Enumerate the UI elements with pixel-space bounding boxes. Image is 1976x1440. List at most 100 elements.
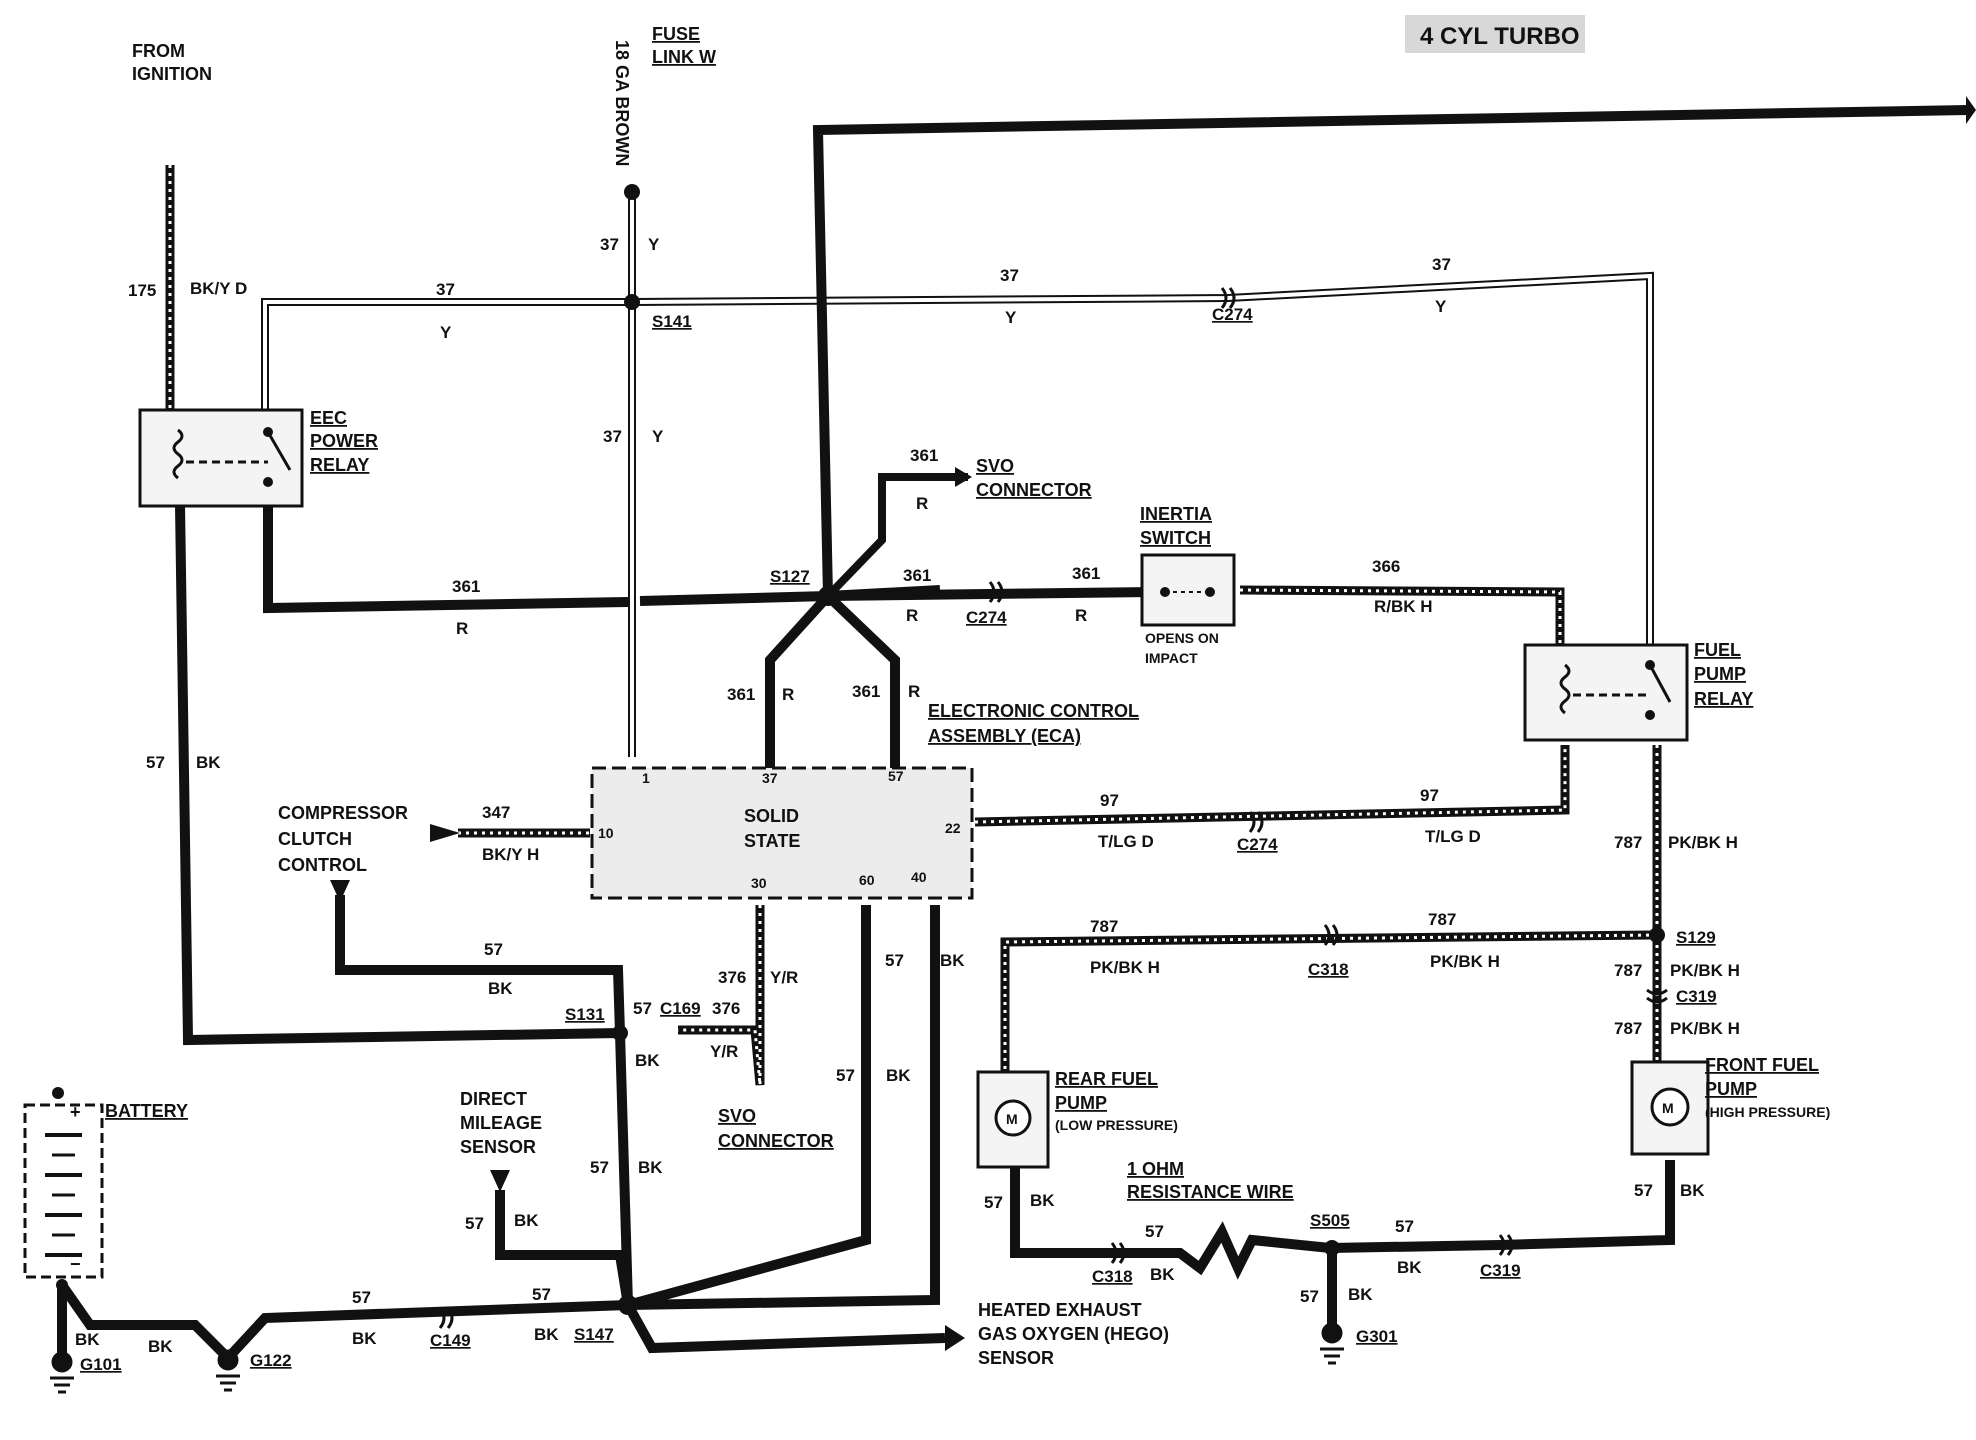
front-fuel-pump-label: PUMP <box>1705 1079 1757 1099</box>
direct-mileage-sensor-label: SENSOR <box>460 1137 536 1157</box>
eca-pin-label: 40 <box>911 869 927 885</box>
resistance-wire-label: 1 OHM <box>1127 1159 1184 1179</box>
connector-c319-label: C319 <box>1480 1261 1521 1280</box>
eca-pin-label: 60 <box>859 872 875 888</box>
connector-c169-label: C169 <box>660 999 701 1018</box>
circuit-number: 57 <box>1395 1217 1414 1236</box>
ground-symbols <box>50 1322 1344 1394</box>
from-ignition-label: FROM <box>132 41 185 61</box>
wire-color-label: BK <box>514 1211 539 1230</box>
circuit-number: 37 <box>436 280 455 299</box>
rear-fuel-pump <box>976 1070 1050 1169</box>
wire-97 <box>974 745 1570 827</box>
circuit-number: 37 <box>600 235 619 254</box>
inertia-note: IMPACT <box>1145 650 1198 666</box>
ground-g101-label: G101 <box>80 1355 122 1374</box>
page-title: 4 CYL TURBO <box>1420 23 1580 50</box>
circuit-number: 361 <box>727 685 755 704</box>
resistance-wire-label: RESISTANCE WIRE <box>1127 1182 1294 1202</box>
wire-57-battery <box>57 1282 629 1366</box>
wire-color-label: BK <box>635 1051 660 1070</box>
wire-361-svo <box>825 473 968 599</box>
fuel-pump-relay <box>1523 643 1689 742</box>
motor-icon <box>1650 1087 1690 1127</box>
splice-s147-label: S147 <box>574 1325 614 1344</box>
wire-color-label: PK/BK H <box>1668 833 1738 852</box>
svo-connector-label: SVO <box>718 1106 756 1126</box>
svo-top-terminal-icon <box>955 467 972 487</box>
wire-color-label: R <box>782 685 794 704</box>
compressor-clutch-label: CLUTCH <box>278 829 352 849</box>
wire-361-pin37 <box>765 592 832 770</box>
inertia-note: OPENS ON <box>1145 630 1219 646</box>
wire-361-left <box>263 505 629 614</box>
splice-dots <box>56 184 1665 1315</box>
circuit-number: 57 <box>352 1288 371 1307</box>
wire-57-pin60 <box>626 905 871 1310</box>
wire-color-label: BK <box>940 951 965 970</box>
circuit-number: 366 <box>1372 557 1400 576</box>
eec-relay-label: RELAY <box>310 455 369 475</box>
wire-hego <box>623 1302 946 1354</box>
wire-color-label: R <box>908 682 920 701</box>
wire-color-label: BK <box>75 1330 100 1349</box>
wire-57-compressor <box>335 895 625 1034</box>
circuit-number: 57 <box>465 1214 484 1233</box>
wire-color-label: BK/Y H <box>482 845 539 864</box>
circuit-number: 97 <box>1100 791 1119 810</box>
fuse-gauge-label: 18 GA BROWN <box>612 40 632 166</box>
fuse-link-end <box>624 184 640 200</box>
connector-c274-label: C274 <box>1237 835 1278 854</box>
inertia-switch-label: INERTIA <box>1140 504 1212 524</box>
circuit-number: 361 <box>452 577 480 596</box>
circuit-number: 57 <box>1300 1287 1319 1306</box>
wire-color-label: BK <box>1397 1258 1422 1277</box>
eca-pin-label: 57 <box>888 768 904 784</box>
wire-color-label: Y/R <box>710 1042 738 1061</box>
circuit-number: 787 <box>1614 961 1642 980</box>
splice-s127-dot <box>818 586 838 606</box>
wire-color-label: T/LG D <box>1098 832 1154 851</box>
front-fuel-pump <box>1630 1060 1710 1156</box>
connector-marks <box>438 287 1668 1329</box>
circuit-number: 787 <box>1090 917 1118 936</box>
circuit-number: 787 <box>1614 1019 1642 1038</box>
circuit-number: 361 <box>910 446 938 465</box>
connector-c319-label: C319 <box>1676 987 1717 1006</box>
front-fuel-pump-label: FRONT FUEL <box>1705 1055 1819 1075</box>
circuit-number: 57 <box>633 999 652 1018</box>
compressor-clutch-label: COMPRESSOR <box>278 803 408 823</box>
eca-pin-label: 10 <box>598 825 614 841</box>
wire-color-label: BK <box>196 753 221 772</box>
wire-361-pin57 <box>824 592 900 770</box>
fuel-pump-relay-label: RELAY <box>1694 689 1753 709</box>
battery <box>23 1087 104 1279</box>
ground-g122-label: G122 <box>250 1351 292 1370</box>
direct-mileage-sensor-label: DIRECT <box>460 1089 527 1109</box>
circuit-number: 57 <box>532 1285 551 1304</box>
motor-label: M <box>1006 1111 1018 1127</box>
eca-module <box>590 766 974 900</box>
wire-main-top <box>812 105 1969 597</box>
circuit-number: 97 <box>1420 786 1439 805</box>
fuel-pump-relay-label: PUMP <box>1694 664 1746 684</box>
wire-57-dms <box>495 1190 633 1306</box>
splice-s131-label: S131 <box>565 1005 605 1024</box>
wire-color-label: Y <box>1435 297 1447 316</box>
eca-pin-label: 22 <box>945 820 961 836</box>
wire-color-label: PK/BK H <box>1090 958 1160 977</box>
direct-mileage-sensor-label: MILEAGE <box>460 1113 542 1133</box>
wire-color-label: R <box>916 494 928 513</box>
circuit-number: 376 <box>718 968 746 987</box>
wire-color-label: R <box>456 619 468 638</box>
wire-color-label: BK <box>1348 1285 1373 1304</box>
circuit-number: 376 <box>712 999 740 1018</box>
wire-color-label: BK <box>1680 1181 1705 1200</box>
circuit-number: 361 <box>1072 564 1100 583</box>
eec-relay-label: EEC <box>310 408 347 428</box>
wire-color-label: R <box>906 606 918 625</box>
eca-pin-label: 1 <box>642 770 650 786</box>
svo-connector-label: SVO <box>976 456 1014 476</box>
wire-color-label: BK <box>534 1325 559 1344</box>
